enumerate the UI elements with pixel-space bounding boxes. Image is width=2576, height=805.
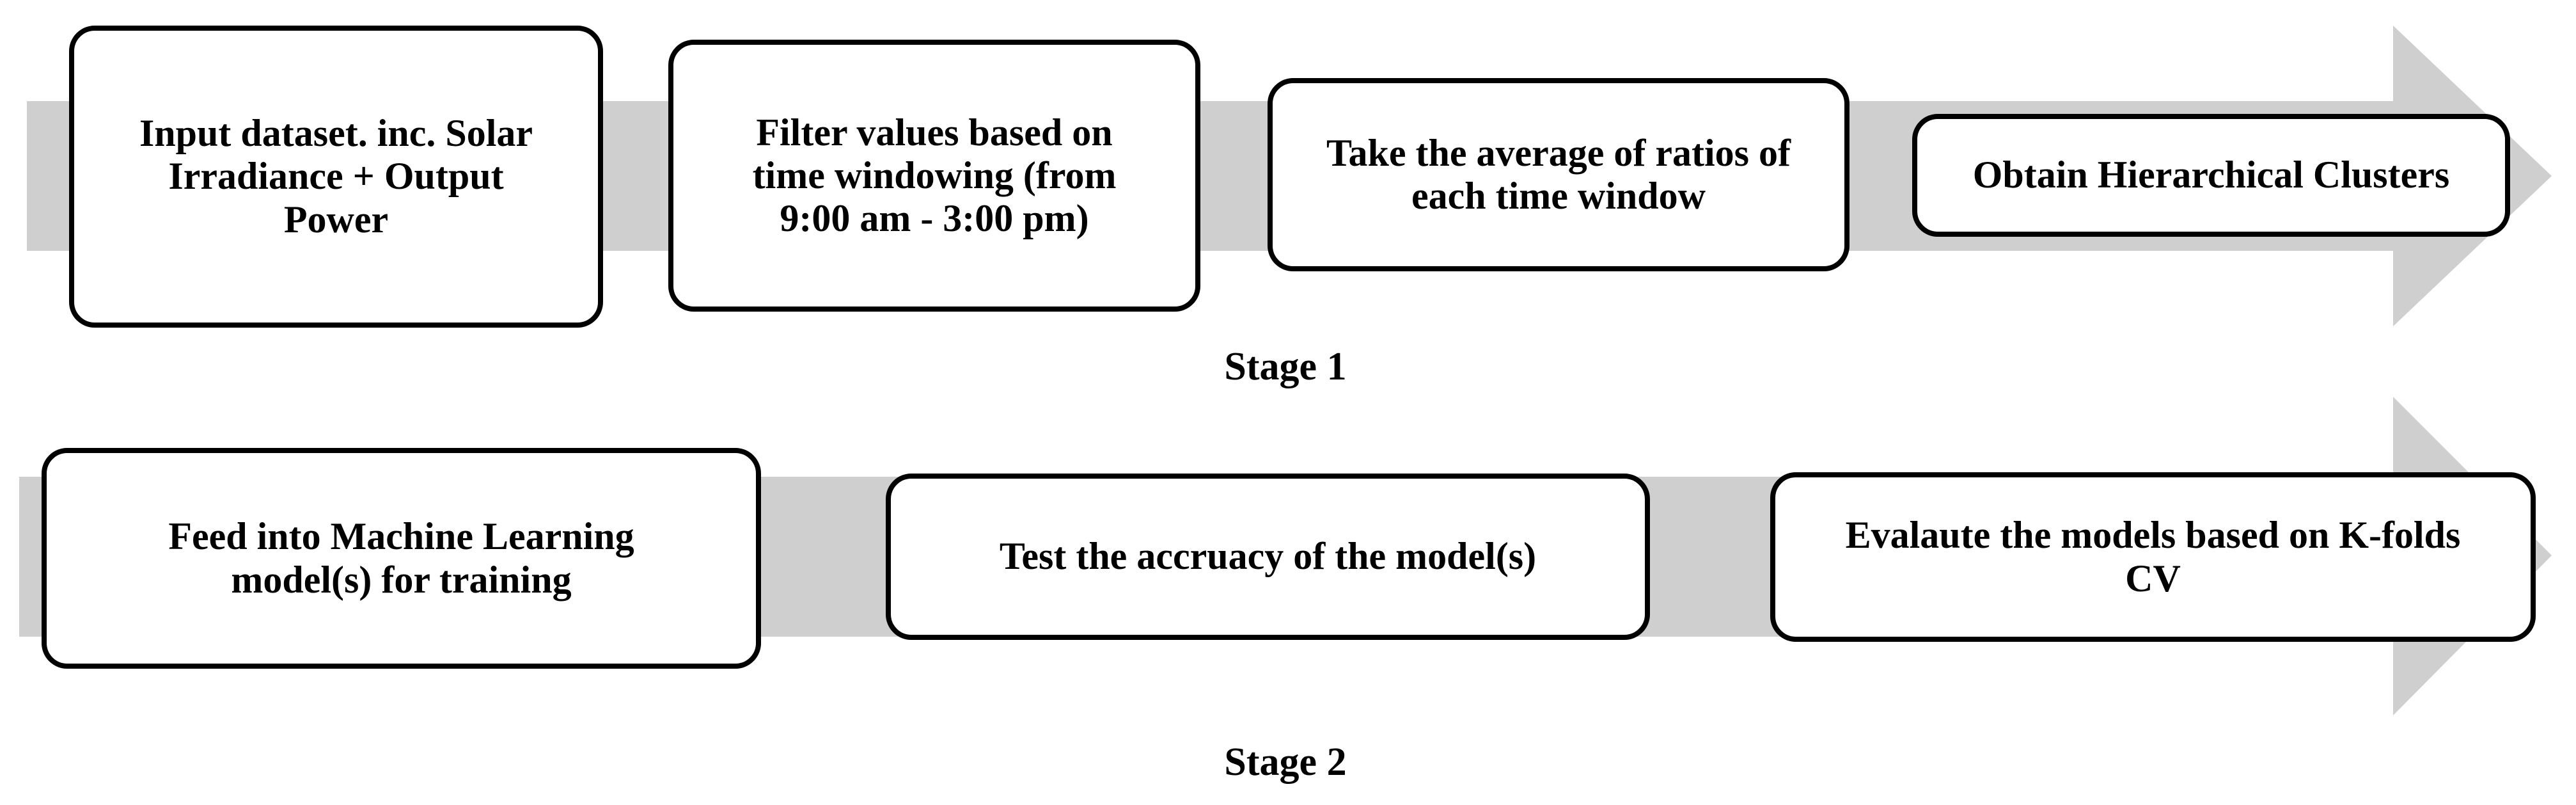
stage2-label: Stage 2 [1224, 740, 1347, 784]
stage1-step-filter-values: Filter values based on time windowing (f… [668, 40, 1200, 312]
stage1-step-4-text: Obtain Hierarchical Clusters [1972, 154, 2450, 196]
stage1-step-hierarchical-clusters: Obtain Hierarchical Clusters [1912, 114, 2510, 237]
stage2-step-3-text: Evalaute the models based on K-folds CV [1845, 514, 2461, 600]
stage2-step-evaluate-kfolds: Evalaute the models based on K-folds CV [1770, 472, 2536, 642]
stage2-step-1-text: Feed into Machine Learning model(s) for … [168, 515, 634, 601]
stage2-step-2-text: Test the accruacy of the model(s) [999, 535, 1537, 578]
stage1-step-1-text: Input dataset. inc. Solar Irradiance + O… [139, 112, 533, 241]
stage1-step-2-text: Filter values based on time windowing (f… [752, 111, 1117, 240]
stage2-step-feed-ml-models: Feed into Machine Learning model(s) for … [42, 448, 761, 669]
stage1-step-3-text: Take the average of ratios of each time … [1326, 131, 1791, 217]
stage2-step-test-accuracy: Test the accruacy of the model(s) [886, 474, 1650, 640]
stage1-step-average-ratios: Take the average of ratios of each time … [1268, 78, 1850, 271]
stage1-step-input-dataset: Input dataset. inc. Solar Irradiance + O… [69, 26, 603, 328]
stage1-label: Stage 1 [1224, 345, 1347, 388]
